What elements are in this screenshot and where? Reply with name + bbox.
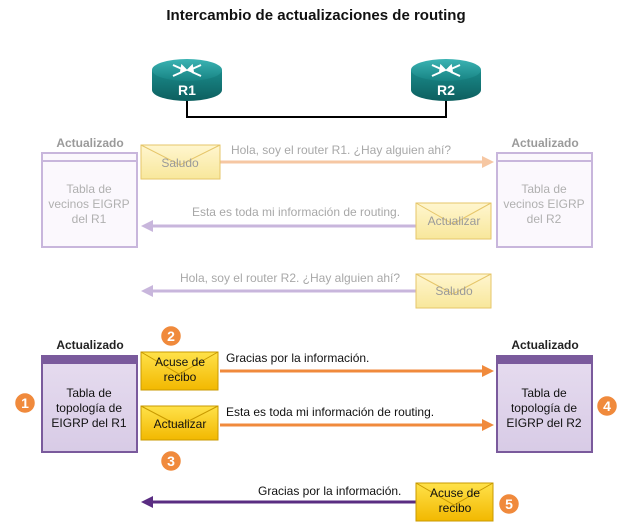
step-badge-4: 4 [595,394,619,418]
step-badge-3-label: 3 [167,453,175,469]
bottom-ack2-message: Gracias por la información. [258,484,401,498]
bottom-update-envelope-label: Actualizar [154,417,207,431]
bottom-ack-envelope-label: Acuse de [155,355,205,369]
bottom-left-table: Tabla de topología de EIGRP del R1 [41,355,138,453]
top-update-envelope: Actualizar [415,202,492,240]
top-right-table-line: del R2 [527,212,562,226]
step-badge-1: 1 [13,391,37,415]
bottom-ack2-arrowhead [141,496,153,508]
top-hello2-arrowhead [141,285,153,297]
bottom-update-envelope: Actualizar [140,405,219,441]
bottom-right-header: Actualizado [511,338,578,352]
top-hello-envelope: Saludo [140,144,221,180]
top-left-table-line: del R1 [72,212,107,226]
bottom-ack-arrowhead [482,365,494,377]
step-badge-1-label: 1 [21,395,29,411]
top-update-message: Esta es toda mi información de routing. [192,205,400,219]
router-r1-label: R1 [178,82,196,98]
step-badge-2: 2 [159,324,183,348]
step-badge-3: 3 [159,449,183,473]
bottom-ack2-envelope-label: recibo [439,501,472,515]
bottom-update-arrowhead [482,419,494,431]
top-right-table-line: Tabla de [521,182,567,196]
bottom-right-table: Tabla de topología de EIGRP del R2 [496,355,593,453]
top-hello2-message: Hola, soy el router R2. ¿Hay alguien ahí… [180,271,400,285]
step-badge-2-label: 2 [167,328,175,344]
bottom-ack-envelope-label: recibo [164,370,197,384]
top-hello-arrowhead [482,156,494,168]
top-hello-envelope-label: Saludo [161,156,199,170]
top-left-table-line: vecinos EIGRP [48,197,129,211]
bottom-right-table-line: Tabla de [521,386,567,400]
top-hello2-envelope-label: Saludo [435,284,473,298]
top-left-header: Actualizado [56,136,123,150]
step-badge-4-label: 4 [603,398,611,414]
router-r1-icon: R1 [152,59,222,101]
top-update-arrowhead [141,220,153,232]
top-update-envelope-label: Actualizar [428,214,481,228]
top-left-table: Tabla de vecinos EIGRP del R1 [41,152,138,248]
bottom-right-table-line: EIGRP del R2 [506,416,581,430]
bottom-ack-message: Gracias por la información. [226,351,369,365]
router-link [186,98,447,118]
router-r2-icon: R2 [411,59,481,101]
step-badge-5: 5 [497,492,521,516]
router-r2-label: R2 [437,82,455,98]
diagram-title: Intercambio de actualizaciones de routin… [166,7,465,24]
bottom-left-table-line: topología de [56,401,122,415]
top-right-header: Actualizado [511,136,578,150]
top-hello-message: Hola, soy el router R1. ¿Hay alguien ahí… [231,143,451,157]
bottom-left-table-line: Tabla de [66,386,112,400]
step-badge-5-label: 5 [505,496,513,512]
bottom-left-header: Actualizado [56,338,123,352]
bottom-right-table-line: topología de [511,401,577,415]
bottom-ack-envelope: Acuse de recibo [140,351,219,391]
bottom-left-table-line: EIGRP del R1 [51,416,126,430]
top-left-table-line: Tabla de [66,182,112,196]
bottom-ack2-envelope: Acuse de recibo [415,482,494,522]
bottom-ack2-envelope-label: Acuse de [430,486,480,500]
top-right-table-line: vecinos EIGRP [503,197,584,211]
top-hello2-envelope: Saludo [415,273,492,309]
top-right-table: Tabla de vecinos EIGRP del R2 [496,152,593,248]
bottom-update-message: Esta es toda mi información de routing. [226,405,434,419]
